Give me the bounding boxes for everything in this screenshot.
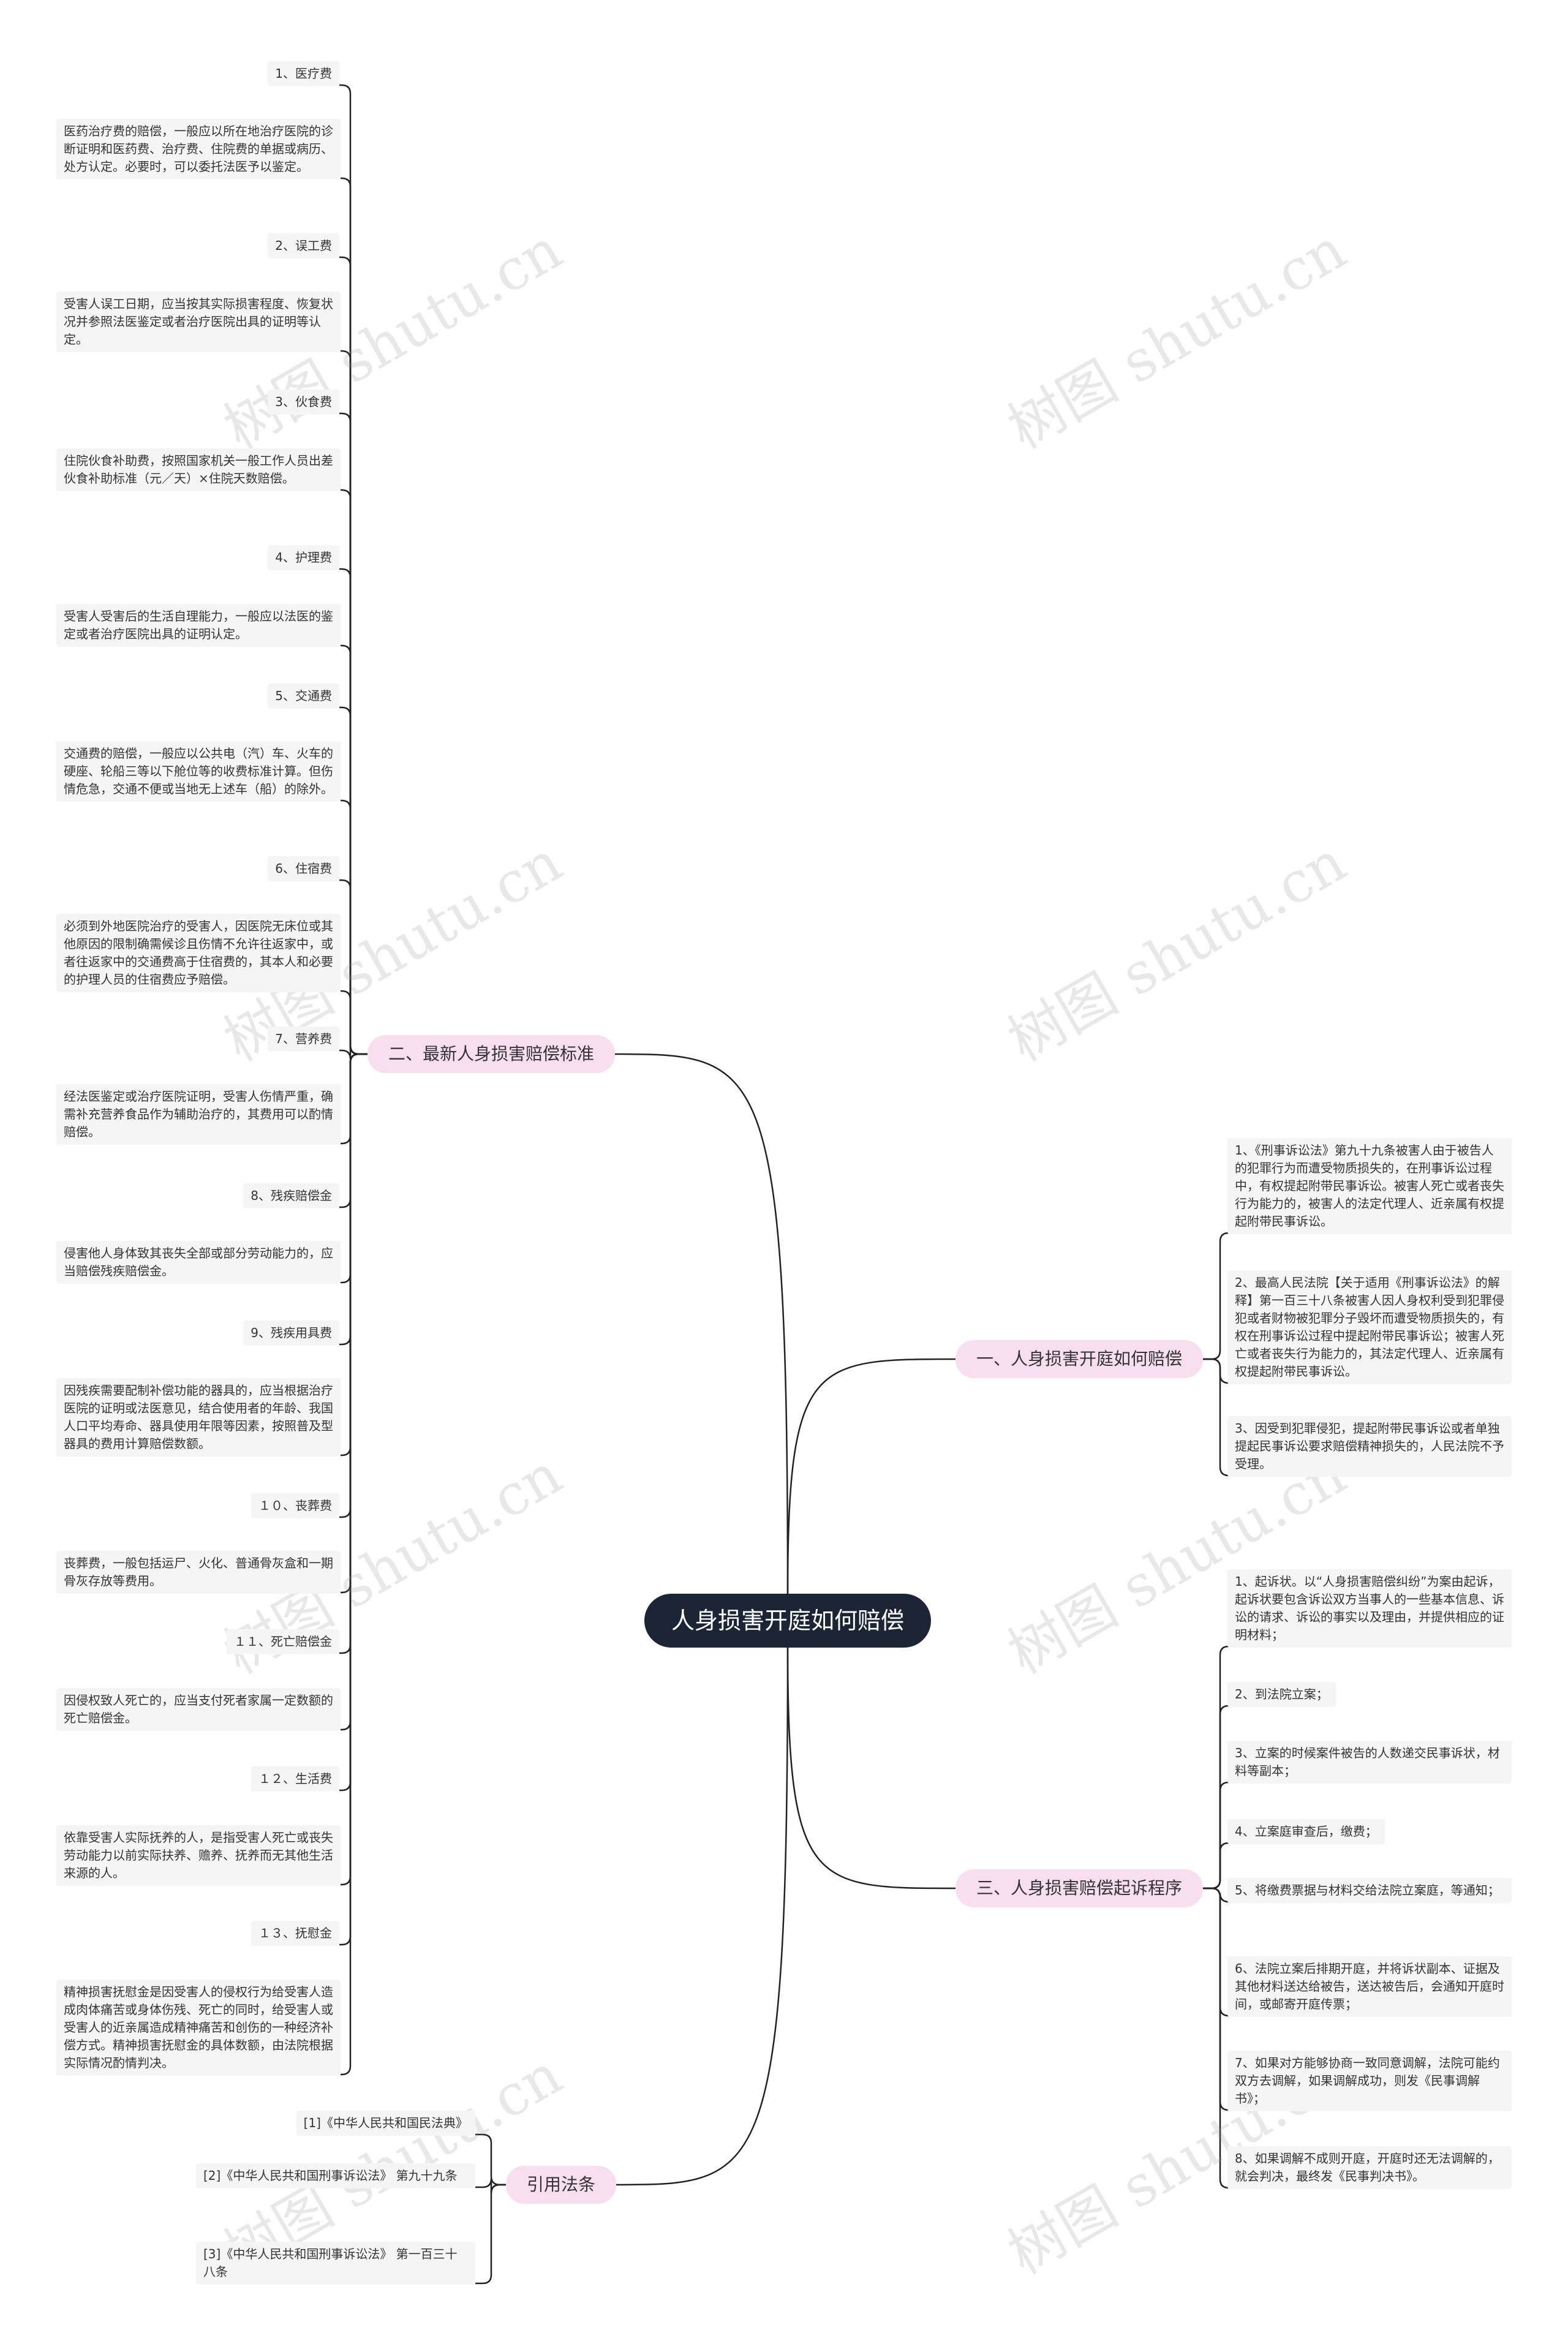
branch-to-child-line [1203, 1887, 1229, 1903]
branch-to-child-line [1203, 1887, 1229, 2111]
branch-to-child-line [339, 1045, 368, 1060]
standard-label-10[interactable]: １０、丧葬费 [251, 1493, 339, 1518]
how-item-1[interactable]: 1、《刑事诉讼法》第九十九条被害人由于被告人的犯罪行为而遭受物质损失的，在刑事诉… [1227, 1138, 1512, 1234]
procedure-item-7[interactable]: 7、如果对方能够协商一致同意调解，法院可能约双方去调解，如果调解成功，则发《民事… [1227, 2051, 1512, 2111]
branch-to-child-line [339, 412, 368, 1055]
procedure-item-6[interactable]: 6、法院立案后排期开庭，并将诉状副本、证据及其他材料送达给被告，送达被告后，会通… [1227, 1956, 1512, 2017]
branch-to-child-line [1203, 1887, 1229, 2189]
branch-to-child-line [1203, 1358, 1229, 1477]
standard-text-13[interactable]: 精神损害抚慰金是因受害人的侵权行为给受害人造成肉体痛苦或身体伤残、死亡的同时，给… [56, 1980, 341, 2076]
procedure-item-8[interactable]: 8、如果调解不成则开庭，开庭时还无法调解的，就会判决，最终发《民事判决书》。 [1227, 2146, 1512, 2189]
standard-text-10[interactable]: 丧葬费，一般包括运尸、火化、普通骨灰盒和一期骨灰存放等费用。 [56, 1551, 341, 1594]
procedure-item-1[interactable]: 1、起诉状。以“人身损害赔偿纠纷”为案由起诉，起诉状要包含诉讼双方当事人的一些基… [1227, 1569, 1512, 1648]
branch-how-to-compensate[interactable]: 一、人身损害开庭如何赔偿 [956, 1340, 1204, 1378]
branch-to-child-line [339, 1053, 368, 1946]
standard-label-4[interactable]: 4、护理费 [268, 545, 339, 570]
branch-to-child-line [339, 256, 368, 1055]
root-to-branch-line [616, 1645, 789, 2186]
standard-text-3[interactable]: 住院伙食补助费，按照国家机关一般工作人员出差伙食补助标准（元／天）×住院天数赔偿… [56, 448, 341, 491]
branch-to-child-line [339, 1053, 368, 1792]
branch-to-child-line [341, 177, 368, 1055]
root-to-branch-line [786, 1645, 956, 1890]
branch-to-child-line [1203, 1705, 1229, 1890]
law-item-2[interactable]: [2]《中华人民共和国刑事诉讼法》 第九十九条 [196, 2163, 475, 2188]
standard-text-9[interactable]: 因残疾需要配制补偿功能的器具的，应当根据治疗医院的证明或法医意见，结合使用者的年… [56, 1378, 341, 1457]
law-item-1[interactable]: [1]《中华人民共和国民法典》 [296, 2111, 475, 2136]
how-item-2[interactable]: 2、最高人民法院【关于适用《刑事诉讼法》的解释】第一百三十八条被害人因人身权利受… [1227, 1270, 1512, 1384]
standard-label-1[interactable]: 1、医疗费 [268, 61, 339, 86]
root-to-branch-line [786, 1358, 956, 1597]
branch-to-child-line [475, 2184, 506, 2285]
standard-label-9[interactable]: 9、残疾用具费 [243, 1321, 339, 1346]
root-topic[interactable]: 人身损害开庭如何赔偿 [644, 1594, 932, 1648]
standard-text-1[interactable]: 医药治疗费的赔偿，一般应以所在地治疗医院的诊断证明和医药费、治疗费、住院费的单据… [56, 119, 341, 179]
branch-to-child-line [341, 1053, 368, 1145]
standard-label-2[interactable]: 2、误工费 [268, 233, 339, 258]
standard-label-6[interactable]: 6、住宿费 [268, 856, 339, 881]
branch-to-child-line [339, 1053, 368, 1518]
standard-label-11[interactable]: １１、死亡赔偿金 [227, 1629, 339, 1654]
branch-to-child-line [341, 1053, 368, 1284]
branch-to-child-line [341, 1053, 368, 1731]
branch-to-child-line [1203, 1232, 1229, 1360]
branch-to-child-line [341, 1053, 368, 1886]
standard-text-7[interactable]: 经法医鉴定或治疗医院证明，受害人伤情严重，确需补充营养食品作为辅助治疗的，其费用… [56, 1084, 341, 1145]
standard-label-12[interactable]: １２、生活费 [251, 1766, 339, 1792]
branch-to-child-line [341, 644, 368, 1055]
branch-to-child-line [475, 2133, 506, 2186]
procedure-item-3[interactable]: 3、立案的时候案件被告的人数递交民事诉状，材料等副本； [1227, 1741, 1512, 1784]
standard-label-13[interactable]: １３、抚慰金 [251, 1921, 339, 1946]
standard-text-5[interactable]: 交通费的赔偿，一般应以公共电（汽）车、火车的硬座、轮船三等以下舱位等的收费标准计… [56, 741, 341, 802]
branch-to-child-line [339, 1053, 368, 1208]
branch-to-child-line [1203, 1887, 1229, 2017]
standard-text-12[interactable]: 依靠受害人实际抚养的人，是指受害人死亡或丧失劳动能力以前实际扶养、赡养、抚养而无… [56, 1825, 341, 1886]
standard-label-5[interactable]: 5、交通费 [268, 684, 339, 709]
procedure-item-2[interactable]: 2、到法院立案； [1227, 1682, 1336, 1707]
branch-to-child-line [339, 879, 368, 1055]
standard-label-3[interactable]: 3、伙食费 [268, 390, 339, 415]
branch-to-child-line [339, 568, 368, 1055]
branch-to-child-line [1203, 1358, 1229, 1384]
branch-cited-laws[interactable]: 引用法条 [506, 2166, 617, 2204]
branch-to-child-line [1203, 1842, 1229, 1890]
branch-to-child-line [341, 350, 368, 1055]
procedure-item-5[interactable]: 5、将缴费票据与材料交给法院立案庭，等通知； [1227, 1878, 1512, 1903]
branch-litigation-procedure[interactable]: 三、人身损害赔偿起诉程序 [956, 1869, 1204, 1907]
procedure-item-4[interactable]: 4、立案庭审查后，缴费； [1227, 1819, 1385, 1844]
law-item-3[interactable]: [3]《中华人民共和国刑事诉讼法》 第一百三十八条 [196, 2242, 475, 2285]
standard-label-7[interactable]: 7、营养费 [268, 1027, 339, 1052]
branch-to-child-line [341, 1053, 368, 1594]
branch-to-child-line [1203, 1781, 1229, 1890]
standard-text-2[interactable]: 受害人误工日期，应当按其实际损害程度、恢复状况并参照法医鉴定或者治疗医院出具的证… [56, 292, 341, 352]
branch-to-child-line [341, 1053, 368, 2076]
branch-compensation-standard[interactable]: 二、最新人身损害赔偿标准 [368, 1035, 616, 1073]
branch-to-child-line [341, 489, 368, 1055]
how-item-3[interactable]: 3、因受到犯罪侵犯，提起附带民事诉讼或者单独提起民事诉讼要求赔偿精神损失的，人民… [1227, 1416, 1512, 1477]
standard-text-4[interactable]: 受害人受害后的生活自理能力，一般应以法医的鉴定或者治疗医院出具的证明认定。 [56, 604, 341, 647]
standard-text-6[interactable]: 必须到外地医院治疗的受害人，因医院无床位或其他原因的限制确需候诊且伤情不允许往返… [56, 914, 341, 992]
standard-text-11[interactable]: 因侵权致人死亡的，应当支付死者家属一定数额的死亡赔偿金。 [56, 1688, 341, 1731]
branch-to-child-line [339, 1053, 368, 1346]
branch-to-child-line [1203, 1645, 1229, 1890]
standard-text-8[interactable]: 侵害他人身体致其丧失全部或部分劳动能力的，应当赔偿残疾赔偿金。 [56, 1241, 341, 1284]
branch-to-child-line [341, 799, 368, 1055]
root-to-branch-line [614, 1053, 789, 1597]
branch-to-child-line [341, 1053, 368, 1457]
branch-to-child-line [341, 990, 368, 1055]
standard-label-8[interactable]: 8、残疾赔偿金 [243, 1183, 339, 1208]
